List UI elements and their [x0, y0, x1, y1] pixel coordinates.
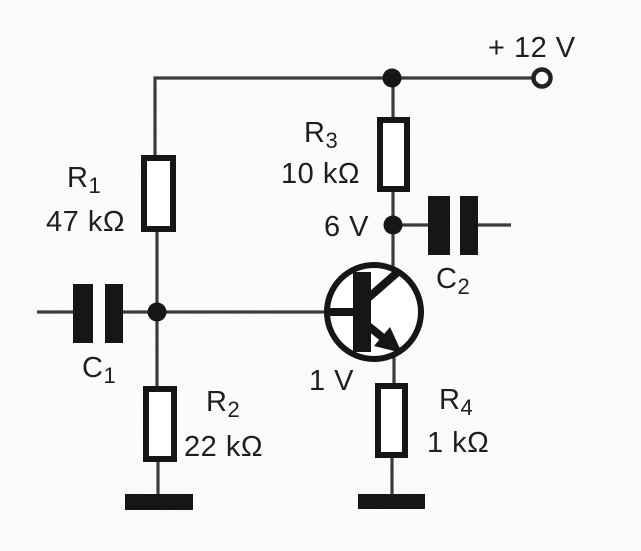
- collector-junction-dot: [383, 215, 403, 235]
- c1-ref-label: C1: [82, 352, 116, 388]
- base-junction-dot: [147, 302, 167, 322]
- ground-bar-right: [358, 494, 425, 509]
- npn-transistor-symbol: [324, 262, 424, 362]
- resistor-r3: [377, 117, 410, 192]
- supply-voltage-label: + 12 V: [488, 32, 576, 64]
- r1-ref-label: R1: [67, 162, 101, 198]
- c1-right-plate: [105, 284, 123, 343]
- transistor-collector-lead: [364, 267, 402, 303]
- c2-right-plate: [460, 196, 478, 255]
- rail-junction-dot: [382, 68, 402, 88]
- c2-left-plate: [428, 196, 450, 255]
- r3-value-label: 10 kΩ: [281, 158, 360, 190]
- transistor-emitter-arrow: [374, 327, 402, 353]
- supply-terminal-circle: [531, 67, 553, 89]
- c2-ref-label: C2: [436, 263, 470, 299]
- r2-value-label: 22 kΩ: [184, 431, 263, 463]
- r2-ref-label: R2: [206, 386, 240, 422]
- resistor-r2: [143, 386, 177, 462]
- resistor-r4: [375, 383, 408, 458]
- r3-ref-label: R3: [304, 117, 338, 153]
- emitter-voltage-label: 1 V: [309, 365, 354, 397]
- collector-voltage-label: 6 V: [324, 211, 369, 243]
- c1-left-plate: [73, 284, 93, 343]
- ground-bar-left: [125, 494, 193, 510]
- capacitor-c1: [73, 284, 123, 343]
- transistor-base-bar: [353, 272, 371, 352]
- resistor-r1: [141, 155, 176, 232]
- r1-value-label: 47 kΩ: [46, 206, 125, 238]
- r4-value-label: 1 kΩ: [427, 427, 489, 459]
- r4-ref-label: R4: [439, 384, 473, 420]
- supply-rail-wire: [153, 76, 534, 155]
- capacitor-c2: [428, 196, 478, 255]
